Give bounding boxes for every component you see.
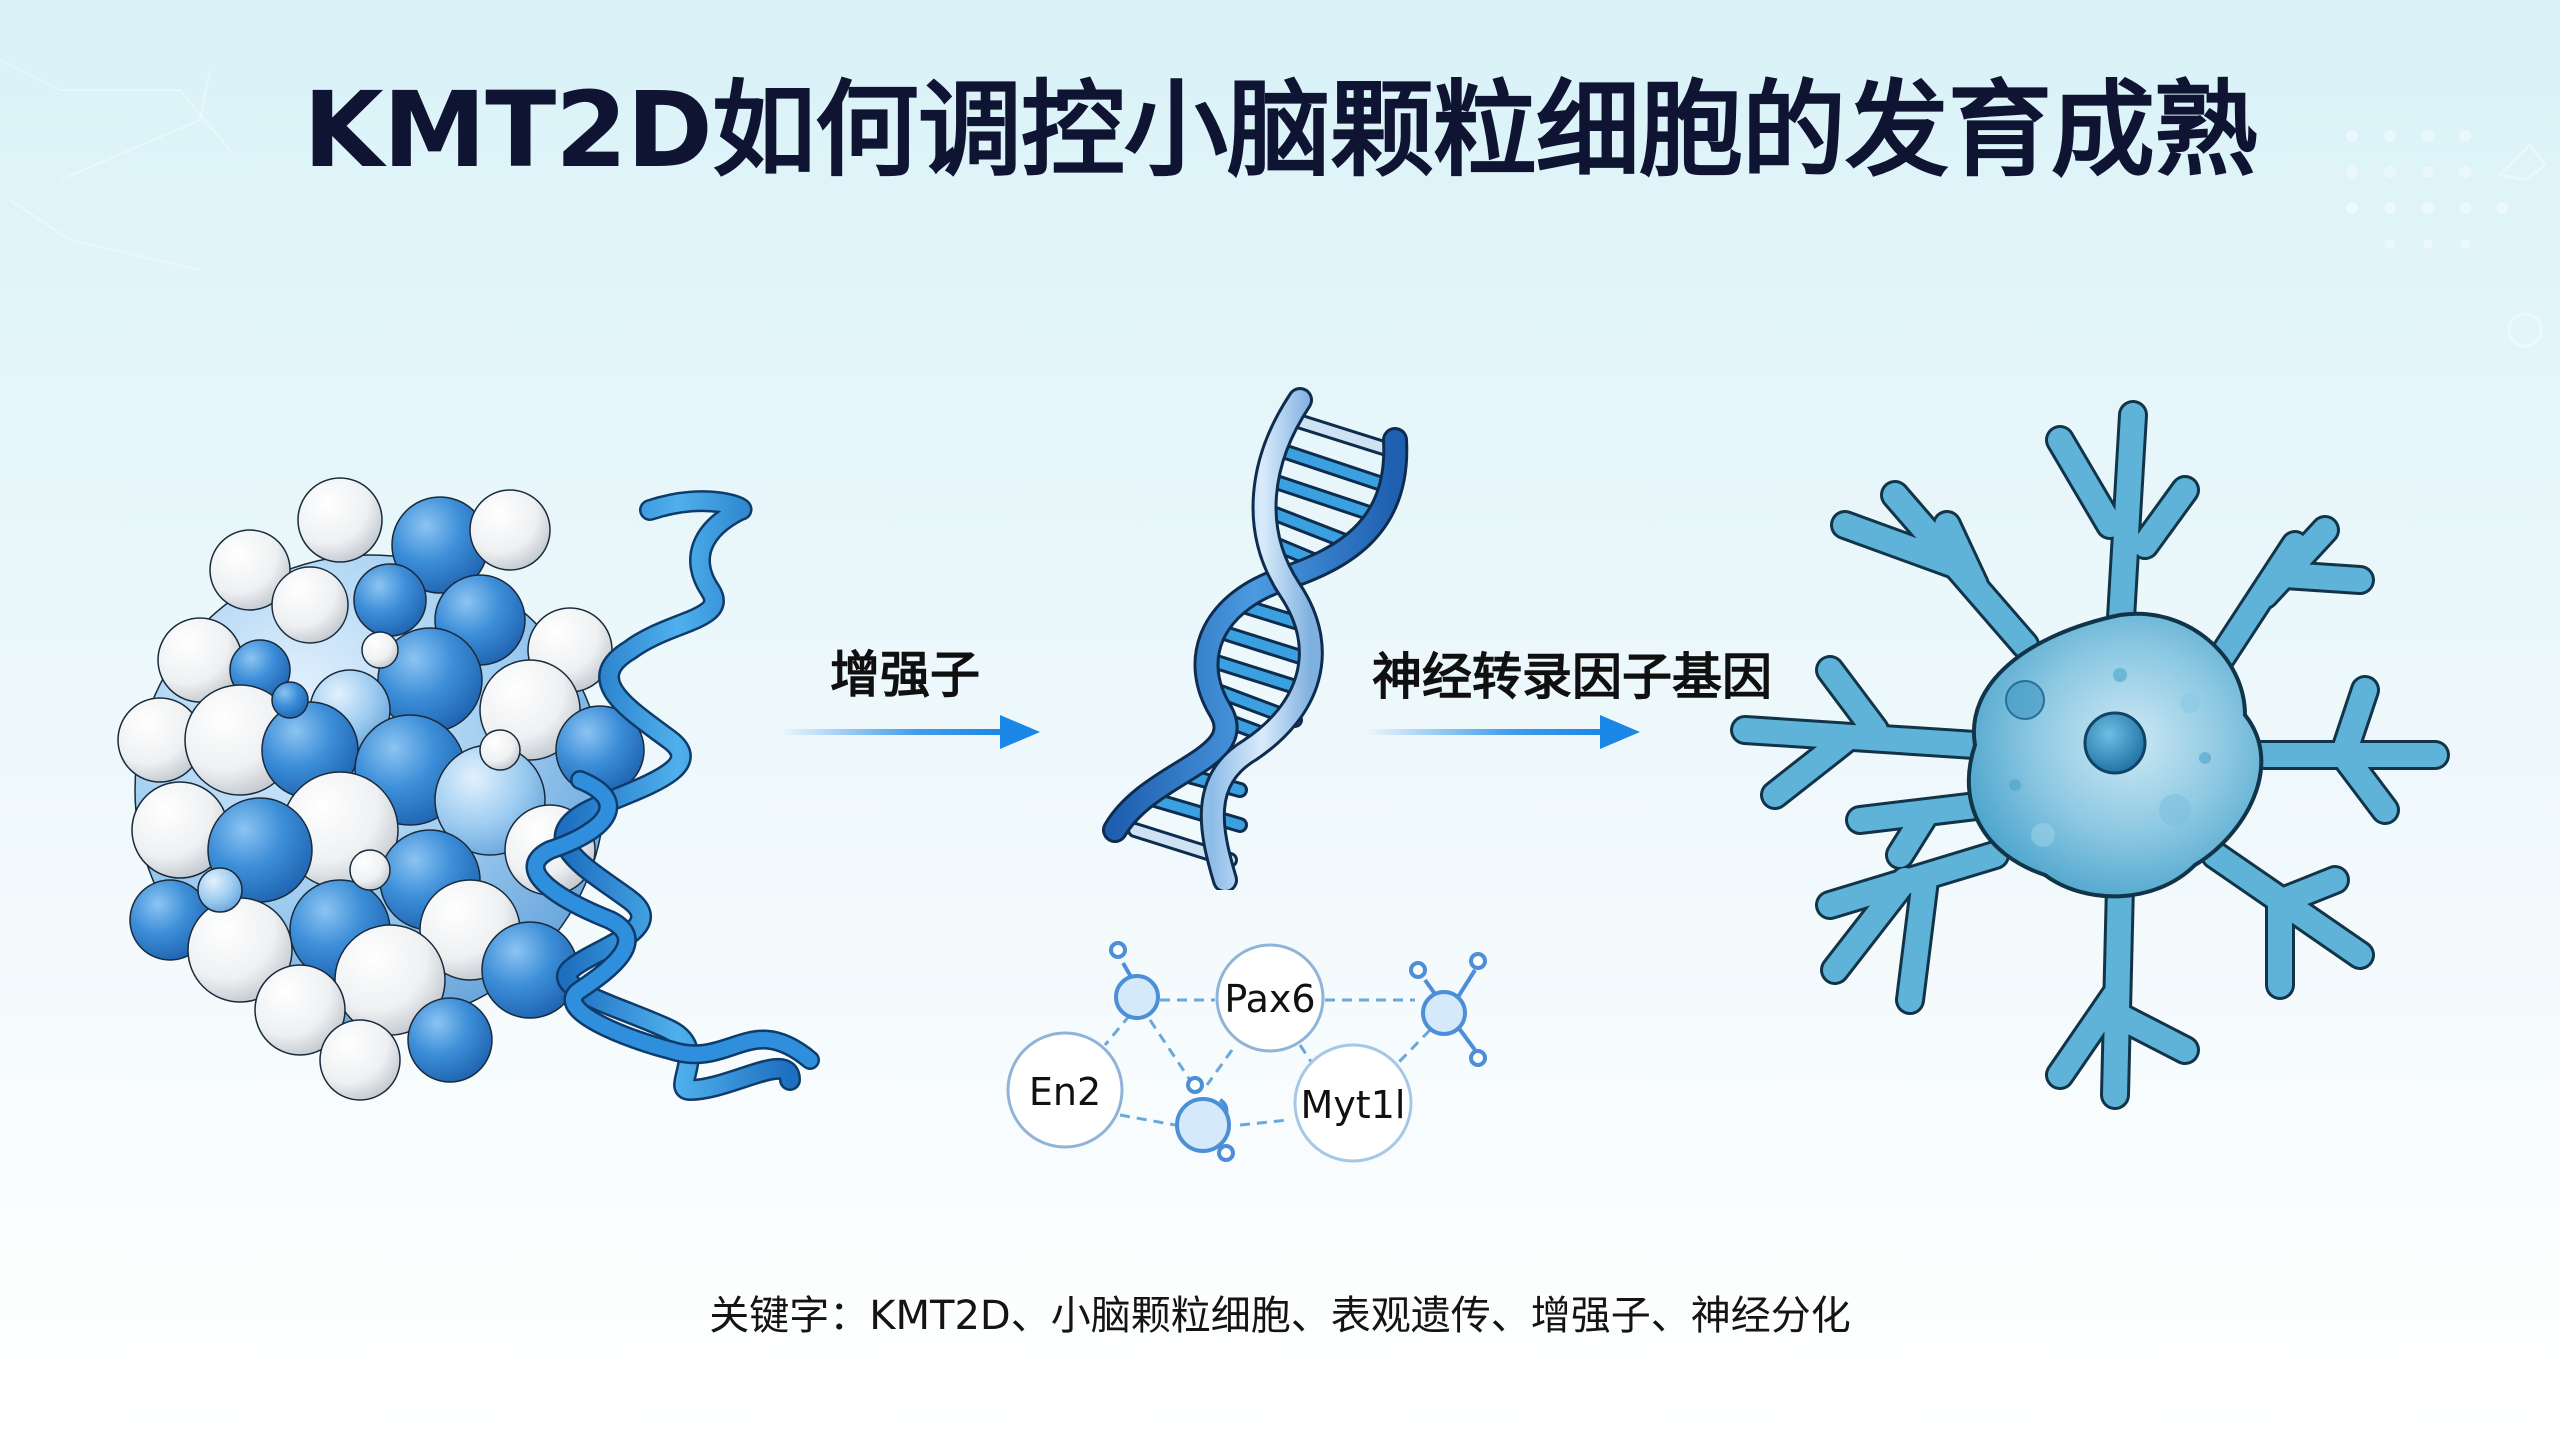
molecule-node-icon bbox=[1409, 952, 1487, 1067]
tf-node-en2: En2 bbox=[1006, 1031, 1124, 1149]
svg-text:Pax6: Pax6 bbox=[1224, 977, 1315, 1021]
page-title: KMT2D如何调控小脑颗粒细胞的发育成熟 bbox=[303, 69, 2258, 191]
transcription-factor-network: Pax6 En2 Myt1l bbox=[1006, 941, 1487, 1163]
svg-text:Myt1l: Myt1l bbox=[1301, 1083, 1406, 1127]
enhancer-label: 增强子 bbox=[830, 646, 980, 704]
molecule-node-icon bbox=[1175, 1076, 1235, 1162]
tf-node-pax6: Pax6 bbox=[1215, 943, 1325, 1053]
keywords-line: 关键字：KMT2D、小脑颗粒细胞、表观遗传、增强子、神经分化 bbox=[709, 1293, 1851, 1339]
molecule-node-icon bbox=[1109, 941, 1160, 1020]
neural-tf-genes-label: 神经转录因子基因 bbox=[1372, 648, 1772, 706]
chromatin-nucleosome-illustration bbox=[117, 477, 820, 1102]
svg-text:En2: En2 bbox=[1029, 1070, 1101, 1114]
dna-double-helix-illustration bbox=[1102, 387, 1409, 890]
right-arrow-icon bbox=[1365, 715, 1640, 749]
granule-neuron-illustration bbox=[1730, 400, 2450, 1110]
tf-node-myt1l: Myt1l bbox=[1293, 1043, 1413, 1163]
right-arrow-icon bbox=[780, 715, 1040, 749]
